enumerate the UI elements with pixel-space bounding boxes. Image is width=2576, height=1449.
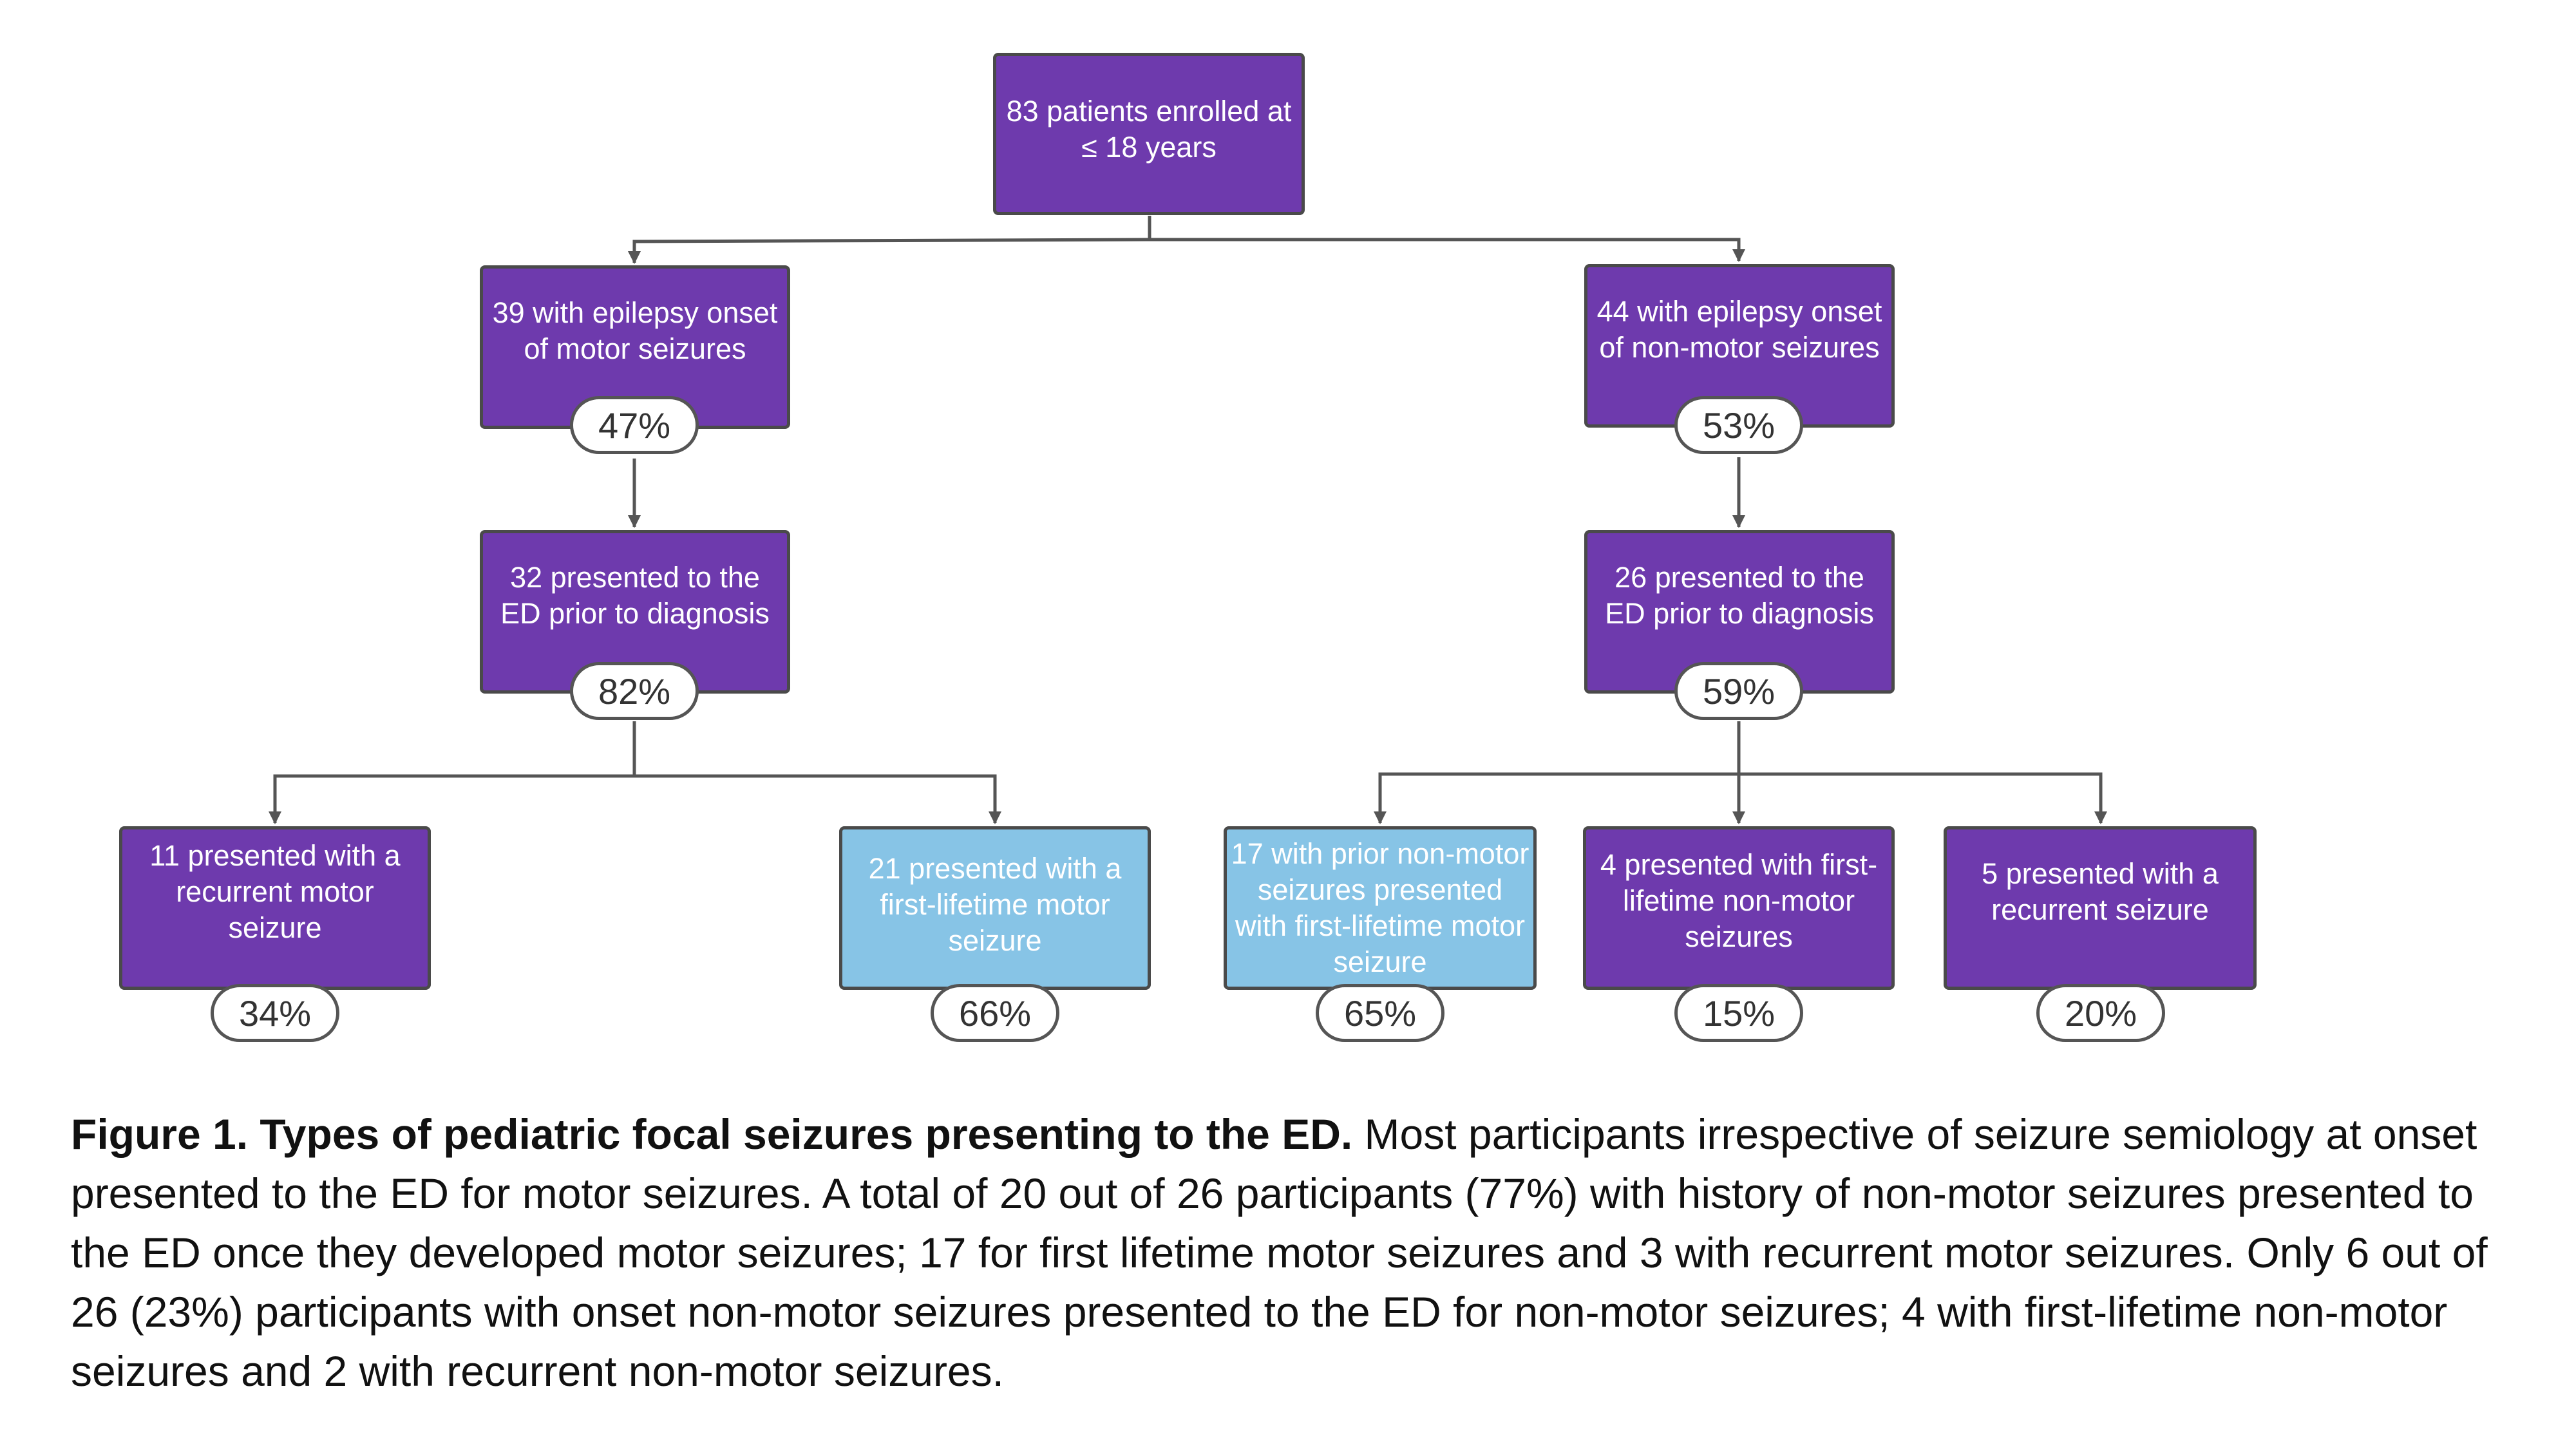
node-motor-recurrent: 11 presented with a recurrent motor seiz… [119,826,431,990]
node-nonmotor-ed: 26 presented to the ED prior to diagnosi… [1584,530,1895,694]
figure-caption: Figure 1. Types of pediatric focal seizu… [71,1104,2505,1401]
percent-badge-motor-first: 66% [931,984,1059,1042]
percent-badge-nonmotor-prior-first-motor: 65% [1316,984,1444,1042]
connector-nonmotor-ed-to-prior [1374,721,1741,824]
percent-badge-nonmotor-recurrent: 20% [2036,984,2165,1042]
node-root-label: 83 patients enrolled at ≤ 18 years [1006,94,1292,164]
connector-motor-ed-to-recurrent [269,721,636,824]
percent-badge-nonmotor-onset: 53% [1674,396,1803,454]
node-nonmotor-onset-label: 44 with epilepsy onset of non-motor seiz… [1596,294,1882,364]
node-motor-recurrent-label: 11 presented with a recurrent motor seiz… [149,838,401,945]
node-motor-first-label: 21 presented with a first-lifetime motor… [868,851,1122,958]
flowchart-connectors [269,216,2107,824]
connector-root-to-nonmotor [1150,238,1745,262]
node-root: 83 patients enrolled at ≤ 18 years [993,53,1305,215]
node-nonmotor-ed-label: 26 presented to the ED prior to diagnosi… [1605,560,1874,630]
node-motor-first: 21 presented with a first-lifetime motor… [839,826,1151,990]
node-nonmotor-recurrent: 5 presented with a recurrent seizure [1944,826,2257,990]
node-nonmotor-first-label: 4 presented with first-lifetime non-moto… [1600,848,1878,954]
node-nonmotor-prior-first-motor-label: 17 with prior non-motor seizures present… [1231,837,1530,979]
node-motor-ed-label: 32 presented to the ED prior to diagnosi… [500,560,770,630]
percent-badge-motor-recurrent: 34% [211,984,339,1042]
percent-badge-nonmotor-first: 15% [1674,984,1803,1042]
node-nonmotor-recurrent-label: 5 presented with a recurrent seizure [1982,857,2219,926]
connector-motor-ed-to-first [634,774,1001,824]
connector-root-to-motor [628,216,1151,264]
caption-title: Figure 1. Types of pediatric focal seizu… [71,1110,1353,1158]
percent-badge-motor-ed: 82% [570,662,699,720]
node-motor-onset-label: 39 with epilepsy onset of motor seizures [492,296,778,365]
percent-badge-motor-onset: 47% [570,396,699,454]
connector-nonmotor-ed-to-recurrent [1739,772,2107,824]
percent-badge-nonmotor-ed: 59% [1674,662,1803,720]
node-nonmotor-first: 4 presented with first-lifetime non-moto… [1583,826,1895,990]
caption-body: Most participants irrespective of seizur… [71,1110,2488,1395]
node-nonmotor-prior-first-motor: 17 with prior non-motor seizures present… [1224,826,1537,990]
